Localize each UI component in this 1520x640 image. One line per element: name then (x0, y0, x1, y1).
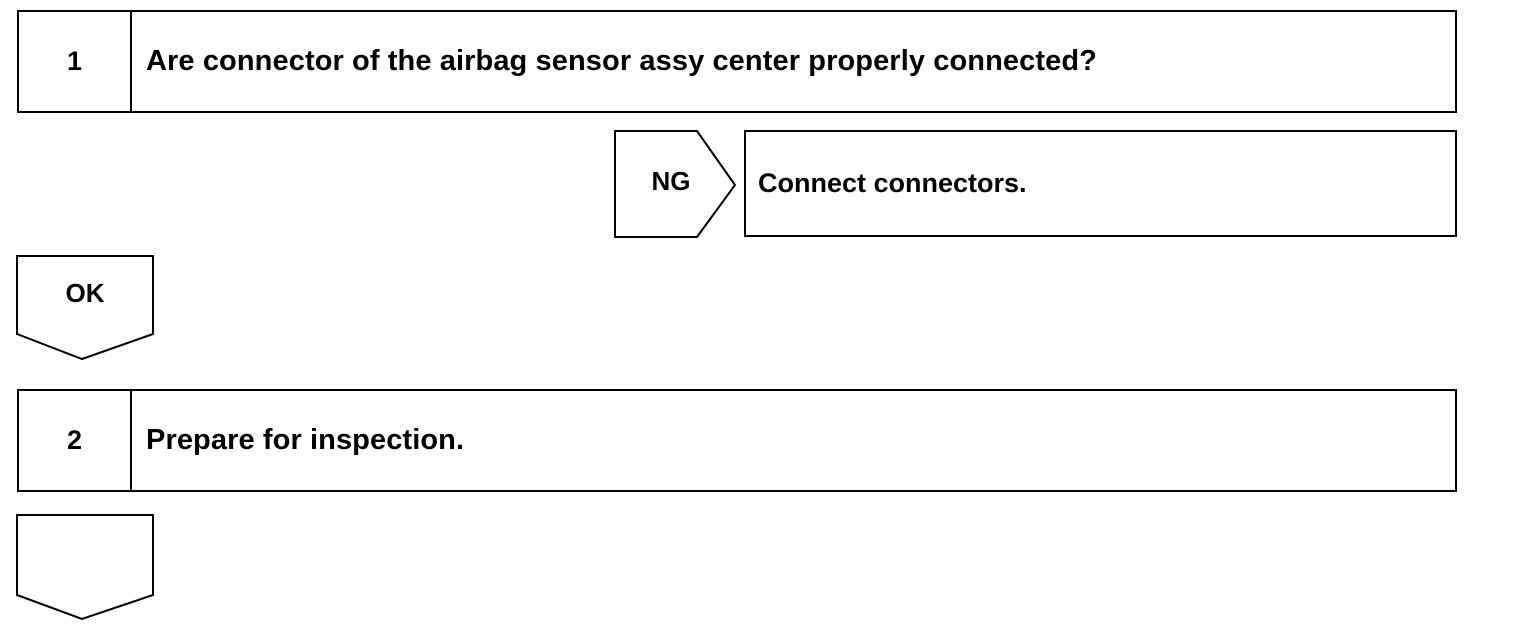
ok-label: OK (65, 278, 105, 308)
step-2-box: 2 Prepare for inspection. (17, 389, 1457, 492)
step-1-question: Are connector of the airbag sensor assy … (146, 45, 1097, 77)
step-2-instruction: Prepare for inspection. (146, 424, 465, 456)
step-1-number: 1 (19, 12, 132, 111)
ng-action-box: Connect connectors. (744, 130, 1457, 237)
ng-label: NG (651, 166, 691, 196)
step-2-number: 2 (19, 391, 132, 490)
step-1-box: 1 Are connector of the airbag sensor ass… (17, 10, 1457, 113)
